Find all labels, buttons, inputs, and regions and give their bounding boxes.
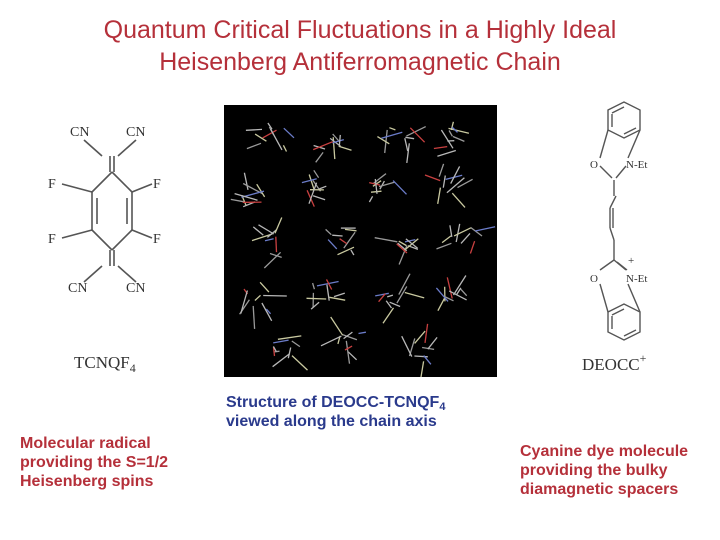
deocc-n-top-label: N-Et: [626, 159, 647, 171]
molecule-sketch: [320, 316, 367, 364]
tcnqf4-structure: CN CN F F F F CN CN TCNQF4: [48, 125, 161, 375]
molecule-sketch: [301, 169, 327, 207]
molecule-sketch: [239, 281, 287, 329]
structure-caption-line-2: viewed along the chain axis: [226, 413, 437, 430]
slide-title: Quantum Critical Fluctuations in a Highl…: [0, 14, 720, 78]
deocc-o-bottom-label: O: [590, 273, 598, 285]
deocc-plus-label: +: [628, 255, 634, 267]
cn-top-right-label: CN: [126, 125, 145, 140]
deocc-structure: O N-Et + O N-Et DEOCC+: [582, 101, 647, 374]
cyanine-caption: Cyanine dye molecule providing the bulky…: [520, 442, 715, 499]
molecule-sketch: [245, 122, 295, 152]
molecule-sketch: [433, 121, 470, 157]
radical-caption: Molecular radical providing the S=1/2 He…: [20, 434, 220, 491]
molecule-sketch: [306, 279, 346, 310]
molecule-sketch: [401, 323, 438, 377]
molecule-sketch: [424, 163, 473, 208]
cyanine-caption-line-3: diamagnetic spacers: [520, 481, 679, 498]
f-top-left-label: F: [48, 177, 56, 192]
cn-top-left-label: CN: [70, 125, 89, 140]
structure-caption: Structure of DEOCC-TCNQF4 viewed along t…: [226, 393, 516, 431]
molecule-sketch: [374, 237, 419, 265]
cyanine-caption-line-1: Cyanine dye molecule: [520, 443, 689, 460]
cn-bottom-right-label: CN: [126, 281, 145, 296]
molecule-sketch: [312, 133, 352, 163]
deocc-n-bottom-label: N-Et: [626, 273, 647, 285]
cyanine-caption-line-2: providing the bulky: [520, 462, 668, 479]
f-bottom-right-label: F: [153, 232, 161, 247]
f-bottom-left-label: F: [48, 232, 56, 247]
structure-caption-line-1: Structure of DEOCC-TCNQF4: [226, 394, 446, 413]
radical-caption-line-3: Heisenberg spins: [20, 473, 154, 490]
molecule-sketch: [435, 275, 468, 312]
molecule-sketch: [251, 217, 283, 269]
title-line-2: Heisenberg Antiferromagnetic Chain: [159, 48, 561, 76]
molecule-sketch: [325, 227, 357, 256]
f-top-right-label: F: [153, 177, 161, 192]
title-line-1: Quantum Critical Fluctuations in a Highl…: [103, 16, 617, 44]
molecule-sketch: [377, 126, 426, 163]
tcnqf4-label: TCNQF4: [74, 353, 136, 375]
radical-caption-line-1: Molecular radical: [20, 435, 151, 452]
molecule-sketch: [230, 172, 266, 208]
crystal-structure-image: [224, 105, 497, 377]
radical-caption-line-2: providing the S=1/2: [20, 454, 169, 471]
deocc-label: DEOCC+: [582, 351, 647, 374]
molecule-sketch: [368, 173, 407, 203]
deocc-o-top-label: O: [590, 159, 598, 171]
cn-bottom-left-label: CN: [68, 281, 87, 296]
molecule-sketch: [375, 273, 425, 324]
molecule-sketch: [436, 223, 496, 254]
molecule-sketch: [272, 335, 308, 371]
